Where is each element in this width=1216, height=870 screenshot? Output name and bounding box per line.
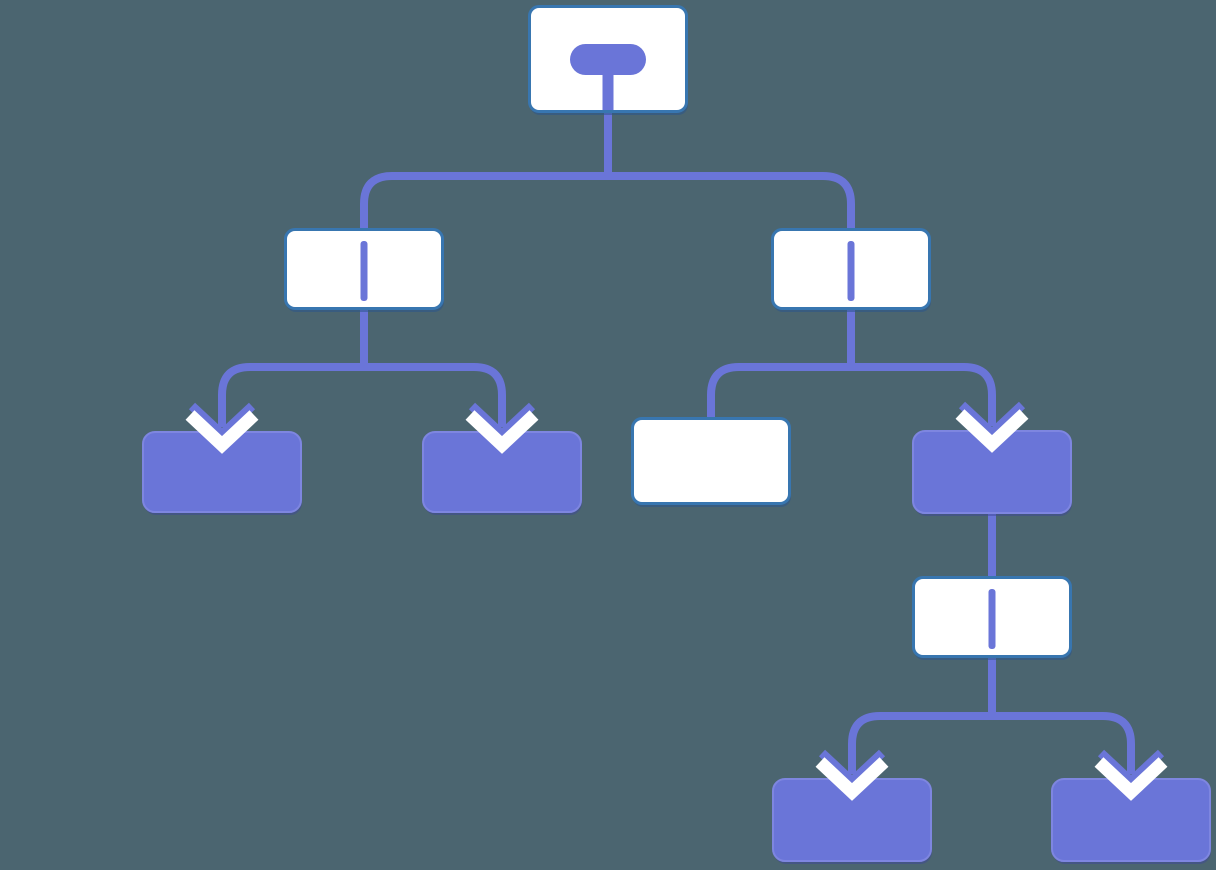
branch-node-bottom[interactable]: [912, 576, 1072, 658]
divider-line: [847, 241, 855, 301]
leaf-node-far-left[interactable]: [142, 431, 302, 513]
leaf-node-mid-left[interactable]: [422, 431, 582, 513]
root-node[interactable]: [528, 5, 688, 113]
branch-node-right[interactable]: [771, 228, 931, 310]
branch-node-left[interactable]: [284, 228, 444, 310]
plain-node-middle[interactable]: [631, 417, 791, 505]
root-shape-stem-icon: [602, 72, 614, 110]
connector-line: [360, 172, 608, 234]
divider-line: [360, 241, 368, 301]
connector-line: [218, 363, 364, 427]
leaf-node-bottom-right[interactable]: [1051, 778, 1211, 862]
connector-line: [364, 363, 506, 427]
connector-line: [707, 363, 851, 423]
connector-line: [848, 712, 992, 774]
leaf-node-bottom-left[interactable]: [772, 778, 932, 862]
connector-line: [992, 712, 1135, 774]
divider-line: [988, 589, 996, 649]
connector-line: [608, 172, 855, 234]
target-node-right[interactable]: [912, 430, 1072, 514]
root-shape-pill-icon: [570, 44, 646, 75]
connector-line: [851, 363, 996, 426]
